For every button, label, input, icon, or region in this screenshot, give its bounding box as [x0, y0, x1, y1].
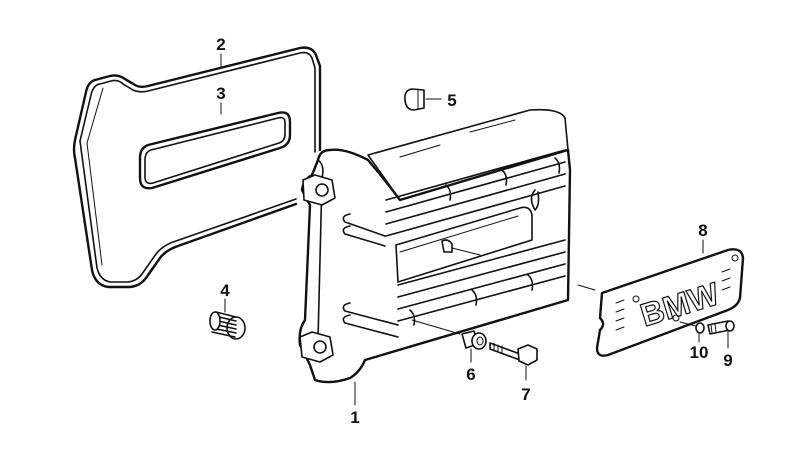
- spring: [209, 298, 246, 340]
- callout-9: 9: [723, 351, 732, 370]
- callout-10: 10: [690, 343, 709, 362]
- callout-2: 2: [216, 35, 225, 54]
- callout-3: 3: [216, 84, 225, 103]
- callout-8: 8: [698, 221, 707, 240]
- cylinder-head-cover: [298, 108, 596, 406]
- callout-1: 1: [350, 408, 359, 427]
- sleeve: [461, 330, 487, 363]
- screw: [707, 320, 735, 349]
- inner-gasket: [138, 111, 292, 190]
- callout-5: 5: [447, 91, 456, 110]
- callout-6: 6: [466, 365, 475, 384]
- outer-gasket: [72, 46, 322, 289]
- washer: [679, 321, 705, 343]
- callout-7: 7: [521, 385, 530, 404]
- hex-bolt: [489, 342, 538, 381]
- callout-4: 4: [220, 281, 230, 300]
- emblem-plate: BMW: [595, 239, 745, 357]
- plug: [404, 88, 442, 111]
